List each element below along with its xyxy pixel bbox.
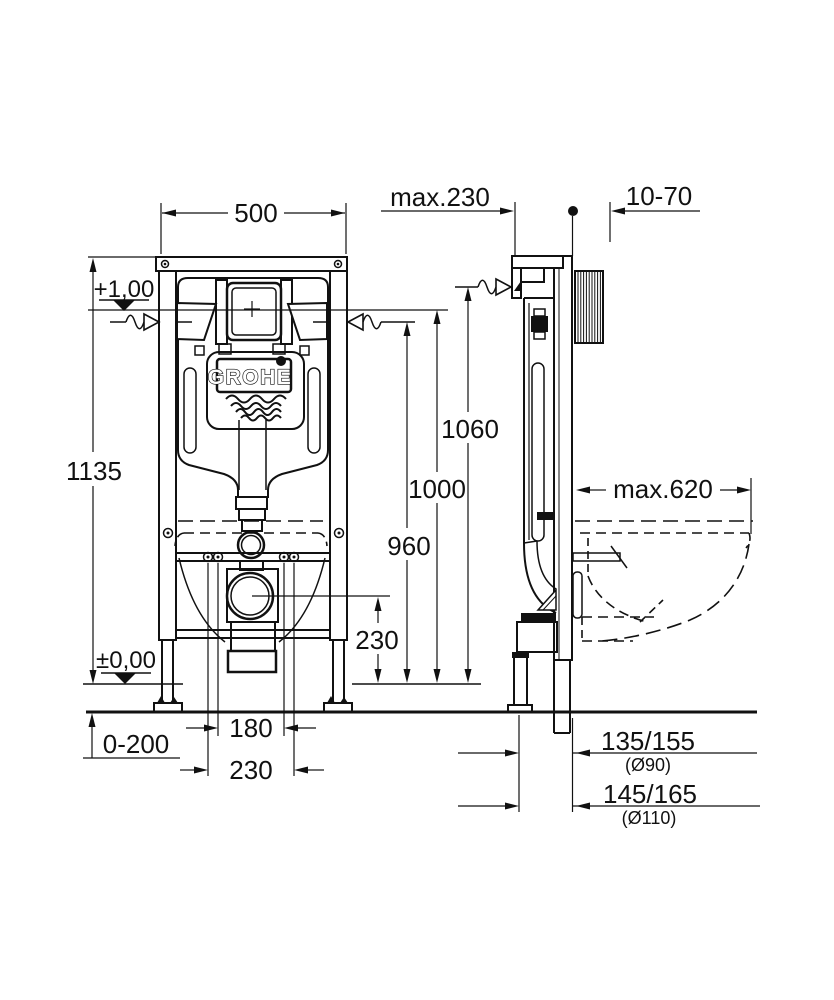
flush-plate-window (194, 279, 310, 356)
side-view (455, 255, 753, 734)
wall-bracket (511, 255, 564, 299)
dim-label: 180 (229, 713, 272, 743)
threaded-rods (202, 551, 300, 776)
dim-outlet-offset-large: 145/165 (Ø110) (458, 779, 760, 828)
dim-outlet-spacing: 230 (180, 755, 324, 785)
dim-wall-distance: max.230 (381, 182, 516, 257)
dim-label: 1060 (441, 414, 499, 444)
flow-arrow-icon (143, 312, 161, 332)
dim-outlet-height: 230 (252, 595, 399, 683)
dim-outlet-offset-small: 135/155 (Ø90) (458, 715, 757, 812)
water-level-shape-left (176, 301, 218, 342)
level-label: +1,00 (94, 276, 155, 303)
mounting-pad (572, 571, 583, 619)
front-view: GROHE (110, 256, 415, 776)
stop-valve-icon (531, 308, 548, 340)
dim-label: 10-70 (626, 181, 693, 211)
drain-outlet (225, 568, 279, 674)
dim-bowl-depth: max.620 (576, 474, 752, 534)
cross-rails (176, 552, 331, 639)
fixing-rod (572, 545, 628, 569)
frame-right-rail (329, 270, 348, 641)
floor-lines (83, 683, 757, 714)
dim-rod-spacing: 180 (186, 713, 316, 743)
dim-plate-height: 1000 (408, 310, 466, 683)
dim-label: 230 (355, 625, 398, 655)
frame-top-bar (155, 256, 348, 272)
wc-bowl-dashed (575, 520, 753, 642)
dim-label: 1135 (66, 456, 122, 486)
water-level-shape-right (286, 301, 328, 342)
level-mark-plate: +1,00 (94, 276, 155, 311)
registered-dot (276, 356, 286, 366)
level-mark-floor: ±0,00 (96, 647, 156, 684)
bowl-arc-right (278, 557, 326, 643)
flush-plate-shaft (574, 270, 604, 344)
dim-front-height: 1135 (66, 256, 157, 684)
dim-label: max.620 (613, 474, 713, 504)
bowl-arc-left (178, 557, 226, 643)
flow-arrow-icon (346, 312, 364, 332)
dim-floor-adjust: 0-200 (83, 713, 180, 759)
cistern-profile (516, 297, 558, 653)
dim-label: 500 (234, 198, 277, 228)
dim-note: (Ø90) (625, 755, 671, 775)
dim-label: 145/165 (603, 779, 697, 809)
dim-plate-depth: 10-70 (568, 181, 700, 256)
dim-supply-height: 960 (387, 322, 431, 683)
level-triangle-icon (113, 300, 135, 311)
water-supply-left (110, 312, 192, 332)
dim-label: 0-200 (103, 729, 170, 759)
dim-label: 135/155 (601, 726, 695, 756)
dim-label: 1000 (408, 474, 466, 504)
water-supply-side (455, 277, 513, 297)
flow-arrow-icon (495, 277, 513, 297)
dim-front-width: 500 (160, 198, 347, 254)
wave-icon (225, 394, 287, 404)
level-triangle-icon (114, 673, 136, 684)
dim-label: max.230 (390, 182, 490, 212)
water-supply-right (313, 312, 415, 332)
wall-face-dot (568, 206, 578, 216)
dim-note: (Ø110) (622, 808, 677, 828)
ceramic-template-dashed (174, 520, 328, 547)
side-leg (507, 652, 533, 713)
frame-left-rail (158, 270, 177, 641)
level-label: ±0,00 (96, 647, 156, 674)
dim-side-supply-height: 1060 (441, 287, 499, 683)
dim-label: 230 (229, 755, 272, 785)
dim-label: 960 (387, 531, 430, 561)
brand-text: GROHE (208, 366, 293, 389)
frame-legs (153, 639, 353, 713)
brand-plate: GROHE (206, 351, 305, 430)
flush-pipe (235, 496, 268, 571)
